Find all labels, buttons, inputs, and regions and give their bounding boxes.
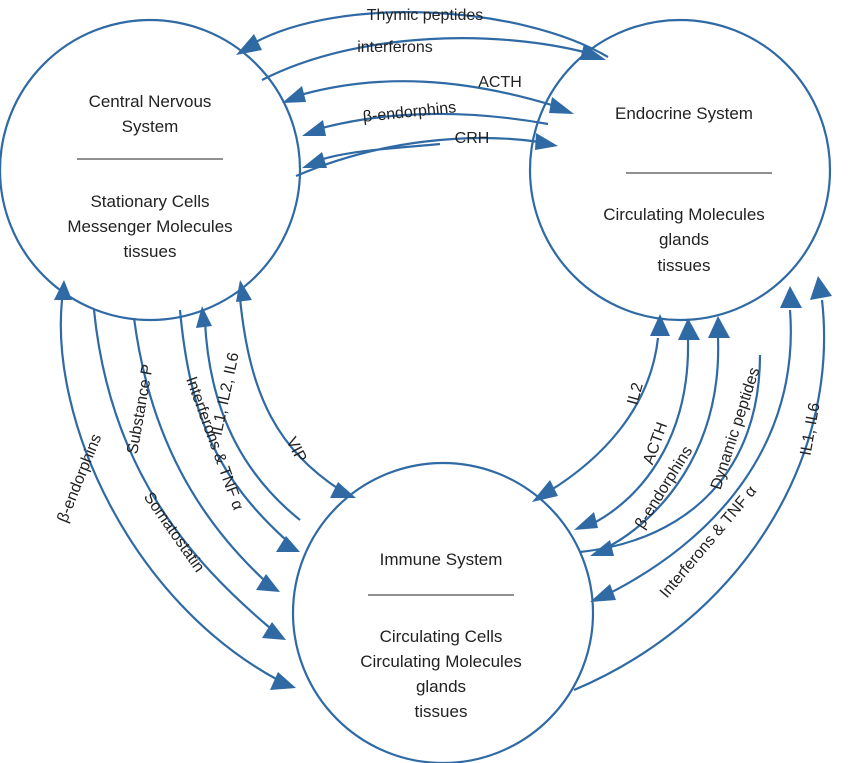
flow-il2-arrowhead (532, 480, 558, 502)
immune-detail-line-1: Circulating Cells (380, 627, 503, 646)
label-beta-endorphins-top: β-endorphins (362, 99, 457, 126)
immune-detail-line-3: glands (416, 677, 466, 696)
immune-title: Immune System (380, 550, 503, 569)
label-thymic-peptides: Thymic peptides (367, 7, 484, 24)
immune-detail-line-4: tissues (415, 702, 468, 721)
flow-il2-endocrine-arrowhead (650, 314, 670, 336)
endocrine-detail-line-1: Circulating Molecules (603, 205, 765, 224)
flow-interferons-left-arrow (178, 309, 287, 541)
flow-interferons-arrow (261, 37, 589, 81)
flow-crh-arrowhead (535, 133, 558, 150)
cns-node-text: Central Nervous System Stationary Cells … (67, 92, 232, 261)
flow-il1-il6-arrowhead (810, 276, 832, 300)
flow-il1-il2-il6-arrowhead (196, 306, 212, 328)
flow-acth-right-arrow (589, 339, 690, 526)
flow-interferons-left-arrowhead (276, 536, 300, 552)
cns-circle (0, 18, 302, 322)
cns-endocrine-flows (236, 11, 609, 178)
flow-il1-il2-il6-arrow (203, 321, 301, 521)
cns-detail-line-2: Messenger Molecules (67, 217, 232, 236)
label-il1-il6: IL1, IL6 (798, 401, 824, 457)
flow-beta-endorphins-top-arrow (321, 112, 549, 130)
endocrine-node-text: Endocrine System Circulating Molecules g… (603, 104, 772, 275)
label-substance-p: Substance P (124, 363, 156, 455)
label-il2: IL2 (625, 381, 647, 407)
cns-title-line-2: System (122, 117, 179, 136)
flow-beta-endorphins-left-arrow (59, 299, 279, 681)
endocrine-circle (528, 18, 832, 322)
immune-node-text: Immune System Circulating Cells Circulat… (360, 550, 522, 721)
flow-interferons-right-arrowhead (590, 584, 616, 602)
cns-endocrine-labels: Thymic peptides interferons ACTH β-endor… (357, 7, 522, 147)
cns-immune-flows (54, 280, 356, 690)
endocrine-detail-line-3: tissues (658, 256, 711, 275)
flow-beta-endorphins-left-arrowhead (270, 672, 296, 690)
flow-crh-return-arrowhead (302, 152, 327, 168)
endocrine-title: Endocrine System (615, 104, 753, 123)
flow-substance-p-arrowhead (256, 574, 280, 592)
flow-beta-endorphins-top-arrowhead (302, 120, 326, 136)
label-il1-il2-il6: IL1, IL2, IL6 (208, 351, 242, 437)
label-interferons: interferons (357, 39, 433, 56)
flow-substance-p-arrow (132, 317, 265, 581)
flow-vip-arrow (238, 297, 341, 491)
flow-beta-endorphins-left-cns-arrowhead (54, 280, 72, 300)
flow-beta-endorphins-right-arrowhead (708, 316, 730, 338)
label-interferons-right: Interferons & TNF α (657, 483, 760, 602)
flow-thymic-peptides-arrowhead (236, 34, 262, 55)
cns-immune-labels: β-endorphins Somatostatin Substance P In… (54, 351, 309, 576)
flow-crh-arrow (295, 136, 541, 178)
flow-interferons-endocrine-arrowhead (780, 286, 802, 308)
cns-detail-line-3: tissues (124, 242, 177, 261)
flow-il1-il6-arrow (573, 299, 826, 692)
flow-dynamic-peptides-arrow (579, 354, 762, 554)
flow-interferons-right-arrow (599, 309, 792, 599)
label-acth-top: ACTH (478, 74, 522, 91)
cns-detail-line-1: Stationary Cells (90, 192, 209, 211)
flow-thymic-peptides-arrow (251, 11, 609, 58)
flow-beta-endorphins-right-arrow (605, 337, 720, 549)
flow-acth-right-arrowhead (678, 318, 700, 340)
flow-acth-top-arrow (289, 80, 556, 108)
flow-il2-arrow (547, 337, 660, 493)
immune-endocrine-flows (532, 276, 832, 692)
immune-detail-line-2: Circulating Molecules (360, 652, 522, 671)
flow-left-back-arrow (92, 309, 271, 629)
cns-title-line-1: Central Nervous (89, 92, 212, 111)
flow-acth-top-arrowhead (549, 97, 574, 114)
immune-circle (291, 461, 595, 763)
flow-interferons-cns-arrowhead (282, 86, 306, 103)
flow-somatostatin-arrowhead (262, 622, 286, 640)
flow-acth-right-immune-arrowhead (574, 512, 598, 530)
flow-interferons-arrowhead (580, 44, 606, 60)
flow-crh-return-arrow (319, 142, 441, 162)
flow-vip-arrowhead (330, 482, 356, 498)
endocrine-detail-line-2: glands (659, 230, 709, 249)
flow-left-cns-arrowhead (236, 280, 252, 302)
label-crh: CRH (455, 130, 490, 147)
